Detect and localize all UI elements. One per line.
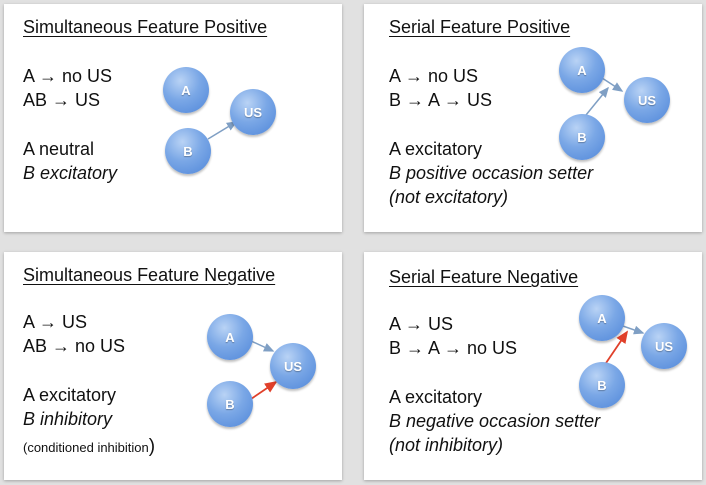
property-a: A excitatory	[23, 385, 117, 405]
arrow-a-to-us	[619, 324, 645, 335]
association-arrows	[207, 121, 238, 140]
property-b-note: (not inhibitory)	[389, 435, 504, 455]
panel-title: Simultaneous Feature Negative	[23, 265, 276, 285]
property-b: B inhibitory	[23, 409, 113, 429]
arrow-b-to-a-us-link	[585, 86, 609, 116]
property-b: B excitatory	[23, 163, 118, 183]
arrow-b-to-us	[207, 121, 238, 140]
trial-line-1: A → no US	[23, 66, 113, 86]
node-a: A	[163, 67, 209, 113]
node-us: US	[230, 89, 276, 135]
node-a: A	[207, 314, 253, 360]
property-b-note: (not excitatory)	[389, 187, 509, 207]
node-b: B	[165, 128, 211, 174]
node-us: US	[624, 77, 670, 123]
panel-title: Serial Feature Negative	[389, 267, 579, 287]
panel-simultaneous-feature-negative: Simultaneous Feature Negative A → US AB …	[4, 252, 342, 480]
arrow-a-to-us	[250, 340, 275, 352]
panel-title: Simultaneous Feature Positive	[23, 17, 268, 37]
node-a: A	[559, 47, 605, 93]
panel-serial-feature-negative: Serial Feature Negative A → US B → A → n…	[364, 252, 702, 480]
arrow-b-to-a-us-link	[605, 330, 629, 364]
property-b-note: (conditioned inhibition)	[23, 436, 156, 457]
node-us: US	[270, 343, 316, 389]
trial-line-2: AB → no US	[23, 336, 126, 356]
property-b: B negative occasion setter	[389, 411, 601, 431]
node-a: A	[579, 295, 625, 341]
arrow-b-inhibits-us	[250, 380, 278, 400]
association-arrows	[605, 324, 645, 364]
property-b: B positive occasion setter	[389, 163, 594, 183]
panel-serial-feature-positive: Serial Feature Positive A → no US B → A …	[364, 4, 702, 232]
node-b: B	[207, 381, 253, 427]
property-a: A excitatory	[389, 139, 483, 159]
association-arrows	[250, 340, 278, 400]
node-b: B	[559, 114, 605, 160]
panel-title: Serial Feature Positive	[389, 17, 571, 37]
trial-line-2: B → A → no US	[389, 338, 518, 358]
node-b: B	[579, 362, 625, 408]
trial-line-2: AB → US	[23, 90, 101, 110]
node-us: US	[641, 323, 687, 369]
panel-simultaneous-feature-positive: Simultaneous Feature Positive A → no US …	[4, 4, 342, 232]
trial-line-2: B → A → US	[389, 90, 493, 110]
trial-line-1: A → US	[23, 312, 88, 332]
property-a: A excitatory	[389, 387, 483, 407]
property-a: A neutral	[23, 139, 95, 159]
trial-line-1: A → US	[389, 314, 454, 334]
trial-line-1: A → no US	[389, 66, 479, 86]
